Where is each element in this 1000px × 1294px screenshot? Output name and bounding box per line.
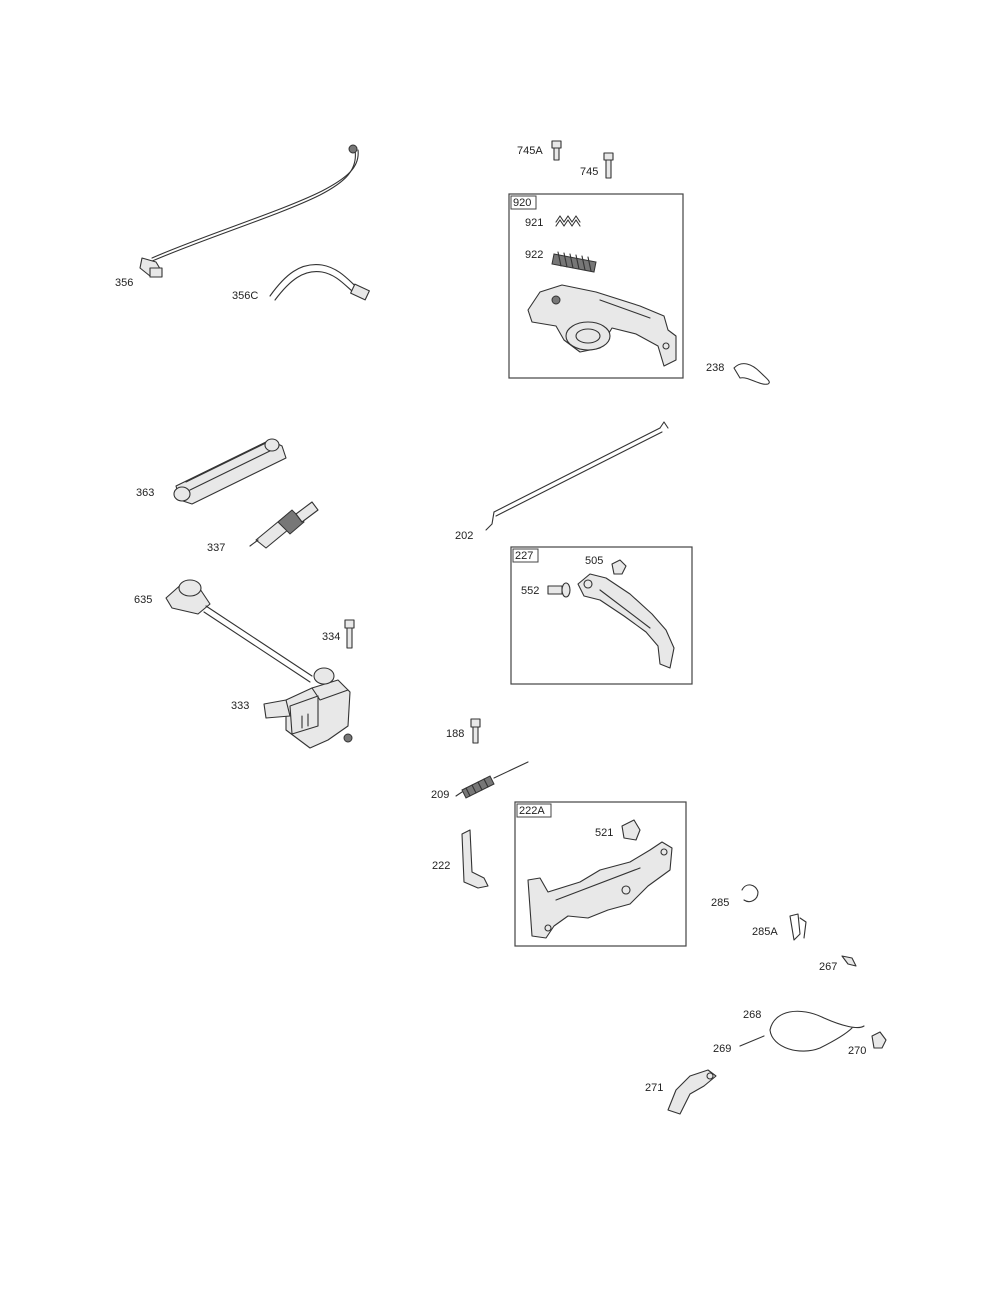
part-control-bracket [527, 841, 673, 939]
part-635-spark-plug-boot [165, 579, 313, 683]
label-363: 363 [136, 487, 154, 499]
label-922: 922 [525, 249, 543, 261]
label-270: 270 [848, 1045, 866, 1057]
label-238: 238 [706, 362, 724, 374]
assembly-222a-box [514, 801, 687, 947]
label-267: 267 [819, 961, 837, 973]
label-188: 188 [446, 728, 464, 740]
part-745a-bolt [551, 140, 562, 161]
part-922-spring [551, 251, 597, 273]
label-333: 333 [231, 700, 249, 712]
part-356-ground-wire [139, 144, 359, 278]
label-505: 505 [585, 555, 603, 567]
label-635: 635 [134, 594, 152, 606]
part-238-clip [733, 363, 770, 385]
label-745: 745 [580, 166, 598, 178]
part-governor-control-bracket [527, 284, 677, 367]
label-356: 356 [115, 277, 133, 289]
part-521-clip [621, 819, 641, 841]
part-552-bolt [547, 582, 571, 598]
assembly-920-box [508, 193, 684, 379]
part-921-spring-small [555, 215, 581, 227]
part-188-screw [470, 718, 481, 744]
label-202: 202 [455, 530, 473, 542]
part-505-nut [611, 559, 627, 575]
label-222a: 222A [519, 805, 545, 817]
part-333-armature [263, 667, 353, 749]
label-356c: 356C [232, 290, 258, 302]
part-270-nut [871, 1031, 887, 1049]
part-285-clip [741, 884, 759, 903]
label-920: 920 [513, 197, 531, 209]
label-269: 269 [713, 1043, 731, 1055]
label-285: 285 [711, 897, 729, 909]
label-209: 209 [431, 789, 449, 801]
label-745a: 745A [517, 145, 543, 157]
label-268: 268 [743, 1009, 761, 1021]
part-268-cable [769, 1010, 865, 1052]
part-governor-lever [577, 573, 675, 669]
part-271-lever [667, 1069, 717, 1115]
label-334: 334 [322, 631, 340, 643]
part-269-pin [739, 1035, 765, 1047]
part-267-screw [841, 955, 857, 967]
label-285a: 285A [752, 926, 778, 938]
label-337: 337 [207, 542, 225, 554]
assembly-227-box [510, 546, 693, 685]
label-227: 227 [515, 550, 533, 562]
part-202-governor-link [485, 421, 669, 531]
label-521: 521 [595, 827, 613, 839]
part-222-bracket [461, 829, 489, 889]
label-552: 552 [521, 585, 539, 597]
part-745-bolt [603, 152, 614, 179]
part-334-screw [344, 619, 355, 649]
part-285a-clip [789, 913, 807, 941]
label-921-top: 921 [525, 217, 543, 229]
part-337-spark-plug [249, 501, 319, 549]
part-363-tool [173, 438, 287, 505]
label-271: 271 [645, 1082, 663, 1094]
part-209-spring [455, 761, 529, 799]
label-222: 222 [432, 860, 450, 872]
part-356c-wire [269, 264, 370, 301]
